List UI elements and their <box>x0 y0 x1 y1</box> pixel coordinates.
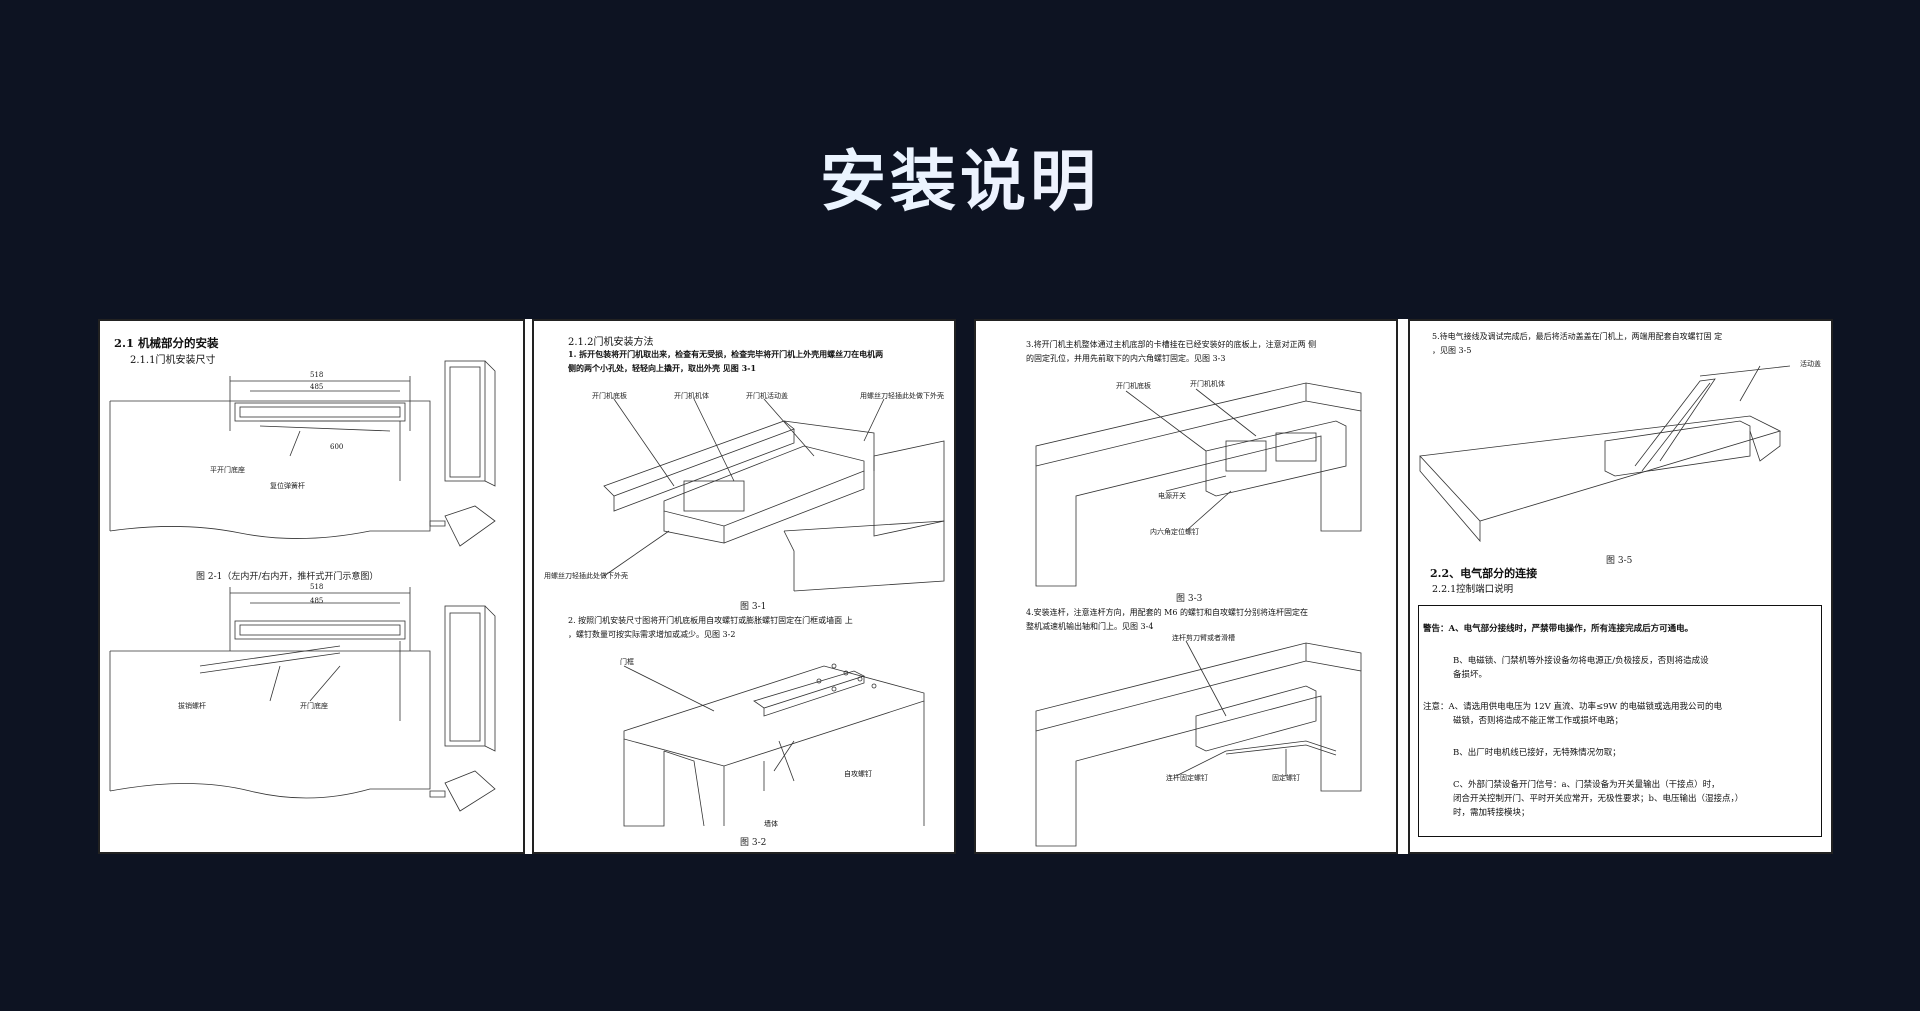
drawing-label: 开门机机体 <box>674 392 709 400</box>
note-text: 闭合开关控制开门、平时开关应常开，无极性要求；b、电压输出（湿接点，） <box>1453 794 1744 804</box>
step-text: 4.安装连杆，注意连杆方向，用配套的 M6 的螺钉和自攻螺钉分别将连杆固定在 <box>1026 608 1308 617</box>
warning-box: 警告：A、电气部分接线时，严禁带电操作，所有连接完成后方可通电。 B、电磁锁、门… <box>1418 605 1822 837</box>
manual-page-3-3: 3.将开门机主机整体通过主机底部的卡槽挂在已经安装好的底板上，注意对正两 侧 的… <box>974 319 1398 854</box>
figure-caption: 图 3-5 <box>1606 556 1633 566</box>
section-heading: 2.1.2门机安装方法 <box>568 337 654 348</box>
drawing-label: 开门底座 <box>300 702 328 710</box>
figure-caption: 图 2-1（左内开/右内开，推杆式开门示意图） <box>196 572 379 582</box>
step-text: 的固定孔位，并用先前取下的内六角螺钉固定。见图 3-3 <box>1026 354 1226 363</box>
note-text: B、出厂时电机线已接好，无特殊情况勿取； <box>1453 748 1621 758</box>
drawing-label: 固定螺钉 <box>1272 774 1300 782</box>
note-text: 时，需加转接模块； <box>1453 808 1530 818</box>
page-title: 安装说明 <box>0 128 1920 224</box>
drawing-label: 门框 <box>620 658 634 666</box>
step-text: 侧的两个小孔处，轻轻向上撬开，取出外壳 见图 3-1 <box>568 363 757 373</box>
figure-caption: 图 3-1 <box>740 602 767 612</box>
drawing-label: 拔销螺杆 <box>178 702 206 710</box>
subsection-heading: 2.2.1控制端口说明 <box>1432 584 1514 595</box>
cover-and-wiring-drawings <box>1419 365 1791 543</box>
step-text: 3.将开门机主机整体通过主机底部的卡槽挂在已经安装好的底板上，注意对正两 侧 <box>1026 340 1317 349</box>
section-heading: 2.2、电气部分的连接 <box>1430 567 1538 580</box>
drawing-label: 自攻螺钉 <box>844 770 872 778</box>
drawing-label: 用螺丝刀轻插此处做下外壳 <box>544 572 628 580</box>
manual-page-2-1: 2.1 机械部分的安装 2.1.1门机安装尺寸 518 485 600 平开门底… <box>98 319 525 854</box>
installation-method-drawings <box>603 398 945 827</box>
step-text: 2. 按照门机安装尺寸图将开门机底板用自攻螺钉或膨胀螺钉固定在门框或墙面 上 <box>568 616 853 625</box>
drawing-label: 内六角定位螺钉 <box>1150 528 1199 536</box>
step-text: ，见图 3-5 <box>1432 346 1472 355</box>
drawing-label: 用螺丝刀轻插此处做下外壳 <box>860 392 944 400</box>
figure-caption: 图 3-2 <box>740 838 767 848</box>
dimension-label: 518 <box>310 583 324 591</box>
manual-page-2-1-2: 2.1.2门机安装方法 1. 拆开包装将开门机取出来，检查有无受损，检查完毕将开… <box>532 319 956 854</box>
manual-sheet-2: 3.将开门机主机整体通过主机底部的卡槽挂在已经安装好的底板上，注意对正两 侧 的… <box>974 319 1833 854</box>
manual-sheet-1: 2.1 机械部分的安装 2.1.1门机安装尺寸 518 485 600 平开门底… <box>98 319 956 854</box>
note-text: C、外部门禁设备开门信号：a、门禁设备为开关量输出（干接点）时， <box>1453 780 1720 790</box>
dimension-label: 600 <box>330 443 344 451</box>
step-text: 1. 拆开包装将开门机取出来，检查有无受损，检查完毕将开门机上外壳用螺丝刀在电机… <box>568 349 884 359</box>
drawing-label: 平开门底座 <box>210 466 245 474</box>
dimension-label: 485 <box>310 383 324 391</box>
drawing-label: 墙体 <box>764 820 778 828</box>
dimension-label: 518 <box>310 371 324 379</box>
warning-text: B、电磁锁、门禁机等外接设备勿将电源正/负极接反，否则将造成设 <box>1453 656 1709 666</box>
drawing-label: 开门机底板 <box>592 392 627 400</box>
section-heading: 2.1 机械部分的安装 <box>114 336 219 350</box>
note-text: 注意：A、请选用供电电压为 12V 直流、功率≤9W 的电磁锁或选用我公司的电 <box>1423 702 1722 712</box>
drawing-label: 连杆剪刀臂或者滑槽 <box>1172 634 1235 642</box>
door-operator-dimension-drawings <box>109 360 496 812</box>
operator-mounting-drawings <box>1035 382 1362 847</box>
subsection-heading: 2.1.1门机安装尺寸 <box>130 355 216 366</box>
manual-page-3-5: 5.待电气接线及调试完成后，最后将活动盖盖在门机上，两端用配套自攻螺钉固 定 ，… <box>1408 319 1833 854</box>
drawing-label: 开门机活动盖 <box>746 392 788 400</box>
drawing-label: 复位弹簧杆 <box>270 482 305 490</box>
warning-text: 警告：A、电气部分接线时，严禁带电操作，所有连接完成后方可通电。 <box>1423 624 1694 634</box>
step-text: 整机减速机输出轴和门上。见图 3-4 <box>1026 622 1154 631</box>
dimension-label: 485 <box>310 597 324 605</box>
note-text: 磁锁，否则将造成不能正常工作或损坏电路； <box>1453 716 1624 726</box>
drawing-label: 开门机机体 <box>1190 380 1225 388</box>
drawing-label: 连杆固定螺钉 <box>1166 774 1208 782</box>
step-text: ，螺钉数量可按实际需求增加或减少。见图 3-2 <box>568 630 736 639</box>
figure-caption: 图 3-3 <box>1176 594 1203 604</box>
drawing-label: 电源开关 <box>1158 492 1186 500</box>
warning-text: 备损坏。 <box>1453 670 1488 680</box>
drawing-label: 开门机底板 <box>1116 382 1151 390</box>
drawing-label: 活动盖 <box>1800 360 1821 368</box>
step-text: 5.待电气接线及调试完成后，最后将活动盖盖在门机上，两端用配套自攻螺钉固 定 <box>1432 332 1723 341</box>
